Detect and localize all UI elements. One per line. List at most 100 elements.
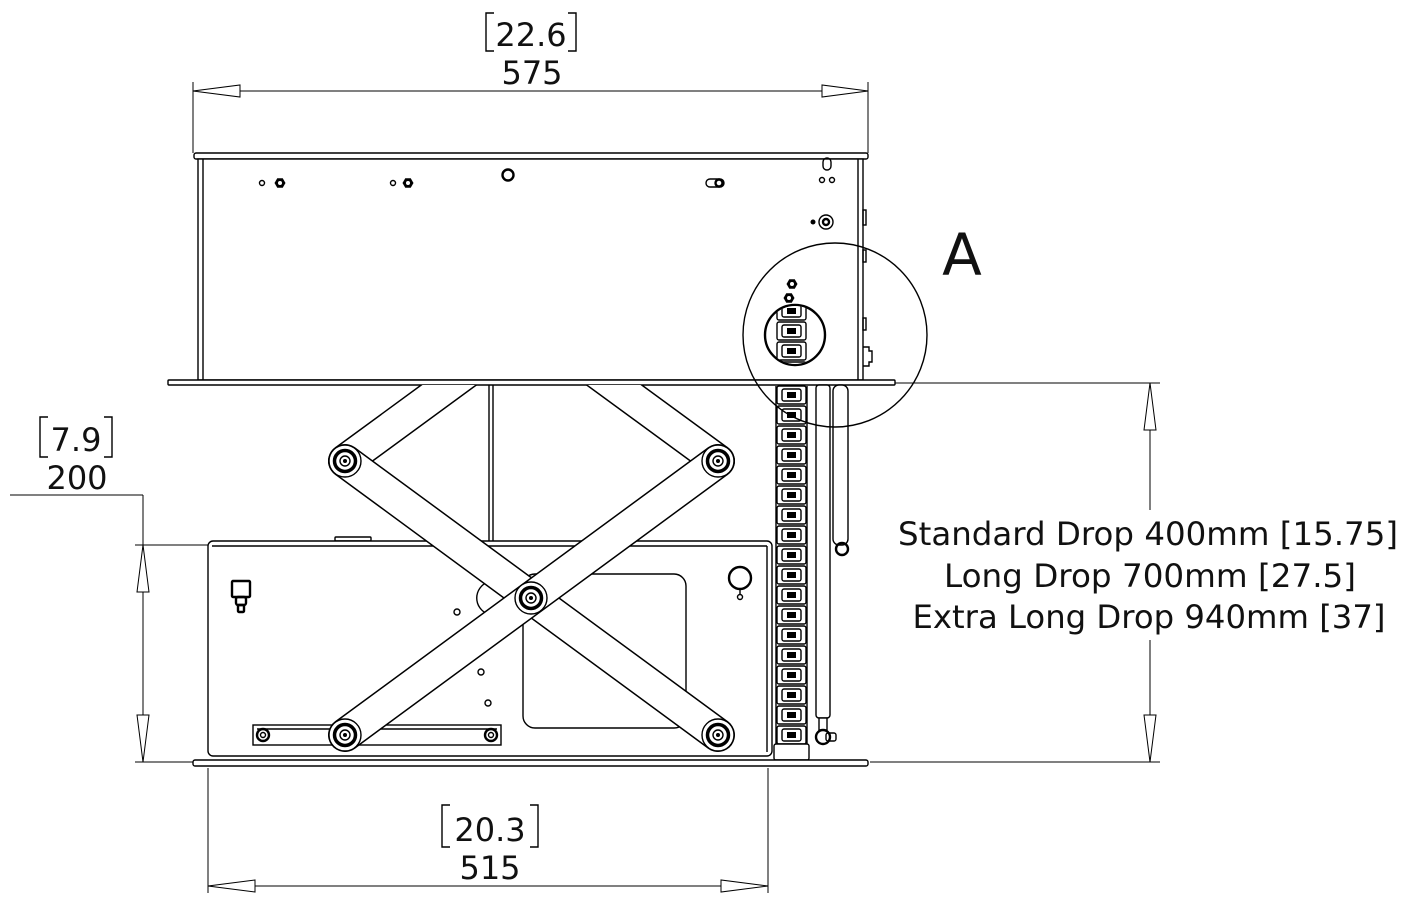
hex-nut-bore bbox=[787, 296, 791, 300]
chain-link-window bbox=[781, 588, 802, 602]
pivot-bolt-icon bbox=[328, 718, 362, 752]
cable-chain-link bbox=[776, 505, 807, 525]
housing-bottom-flange bbox=[167, 379, 896, 386]
access-window bbox=[522, 573, 687, 729]
bracket-close bbox=[104, 416, 113, 458]
drop-standard: Standard Drop 400mm [15.75] bbox=[898, 515, 1398, 553]
bracket-open bbox=[39, 416, 48, 458]
chain-link-window bbox=[781, 448, 802, 462]
chain-link-pin bbox=[787, 632, 796, 638]
arrowhead-bottom bbox=[136, 714, 150, 763]
gas-spring-rod bbox=[818, 717, 828, 731]
chain-link-window bbox=[781, 708, 802, 722]
cable-chain-link bbox=[776, 725, 807, 745]
chain-link-window bbox=[781, 408, 802, 422]
housing-edge-tab bbox=[862, 209, 867, 226]
mounting-hole bbox=[258, 179, 266, 187]
chain-link-pin bbox=[787, 732, 796, 738]
chain-link-pin bbox=[787, 712, 796, 718]
hex-nut-bore bbox=[406, 181, 410, 185]
pivot-ring bbox=[332, 448, 358, 474]
drop-extra-long: Extra Long Drop 940mm [37] bbox=[913, 598, 1386, 636]
mounting-hole bbox=[477, 668, 485, 676]
cable-chain-link bbox=[776, 545, 807, 565]
mounting-hole bbox=[810, 219, 816, 225]
pivot-dot bbox=[716, 459, 720, 463]
detail-circle bbox=[742, 242, 928, 428]
upper-right-arm bbox=[585, 385, 735, 478]
rail-screw-icon bbox=[483, 727, 499, 743]
top-width-mm: 575 bbox=[501, 54, 562, 92]
ceiling-housing bbox=[167, 152, 896, 386]
drop-long: Long Drop 700mm [27.5] bbox=[944, 557, 1356, 595]
housing-top-plate bbox=[193, 152, 869, 160]
mounting-hole bbox=[484, 699, 492, 707]
chain-link-pin bbox=[787, 452, 796, 458]
bolt-head-outer bbox=[818, 214, 834, 230]
bottom-width-mm: 515 bbox=[459, 849, 520, 887]
height-inches: 7.9 bbox=[51, 421, 102, 459]
height-dimension: 7.9 200 bbox=[10, 416, 208, 763]
center-post bbox=[488, 385, 494, 541]
chain-cutout bbox=[763, 303, 827, 367]
cable-chain-link bbox=[776, 585, 807, 605]
arrowhead-left bbox=[192, 84, 241, 98]
bolt-head-inner bbox=[821, 217, 831, 227]
cable-chain-link bbox=[776, 425, 807, 445]
arm-face bbox=[329, 385, 476, 477]
gas-spring-cylinder-upper bbox=[832, 384, 849, 546]
chain-link-window bbox=[781, 648, 802, 662]
slotted-fastener bbox=[705, 178, 725, 188]
chain-link-window bbox=[781, 728, 802, 742]
cable-chain-link bbox=[776, 485, 807, 505]
pivot-ring bbox=[705, 448, 731, 474]
chain-link-window bbox=[781, 508, 802, 522]
cable-chain-link bbox=[776, 361, 807, 364]
arrowhead-left bbox=[207, 879, 256, 893]
cable-chain-link bbox=[776, 525, 807, 545]
pivot-ring bbox=[332, 722, 358, 748]
hex-nut-bore bbox=[278, 181, 282, 185]
chain-link-pin bbox=[787, 412, 796, 418]
chain-link-window bbox=[781, 488, 802, 502]
mounting-hole bbox=[818, 176, 826, 184]
rail-screw-icon bbox=[255, 727, 271, 743]
detail-callout: A bbox=[742, 221, 982, 428]
hex-nut-icon bbox=[783, 293, 795, 303]
hex-nut-icon bbox=[274, 178, 286, 188]
adjuster-bolt-tip bbox=[236, 603, 246, 614]
cable-hole bbox=[501, 168, 515, 182]
arrowhead-top bbox=[136, 544, 150, 593]
mounting-hole bbox=[389, 179, 397, 187]
chain-link-window bbox=[781, 668, 802, 682]
cable-chain-lower bbox=[776, 385, 807, 745]
pivot-bolts bbox=[328, 444, 735, 752]
housing-edge-bracket bbox=[863, 346, 873, 367]
cable-chain-link bbox=[776, 341, 807, 361]
chain-link-pin bbox=[787, 432, 796, 438]
chain-link-window bbox=[781, 608, 802, 622]
cable-chain-link bbox=[776, 385, 807, 405]
pivot-dot bbox=[343, 459, 347, 463]
arrowhead-right bbox=[720, 879, 769, 893]
housing-edge-tab bbox=[862, 249, 867, 263]
arrowhead-bottom bbox=[1143, 714, 1157, 763]
gas-spring-end bbox=[834, 541, 850, 557]
chain-link-pin bbox=[787, 512, 796, 518]
keyhole-icon bbox=[727, 565, 753, 601]
chain-link-window bbox=[781, 324, 802, 338]
fastener-head bbox=[714, 178, 724, 188]
bottom-width-dimension: 20.3 515 bbox=[207, 768, 769, 893]
pivot-bolt-icon bbox=[701, 444, 735, 478]
adjuster-bolt-icon bbox=[230, 579, 252, 614]
fastener-slot bbox=[705, 178, 725, 188]
chain-link-window bbox=[781, 306, 802, 318]
cable-chain-link bbox=[776, 321, 807, 341]
chain-link-pin bbox=[787, 652, 796, 658]
chain-link-pin bbox=[787, 308, 796, 314]
arrowhead-top bbox=[1143, 382, 1157, 431]
cable-chain-link bbox=[776, 705, 807, 725]
bracket-open bbox=[441, 804, 450, 848]
chain-link-pin bbox=[787, 572, 796, 578]
